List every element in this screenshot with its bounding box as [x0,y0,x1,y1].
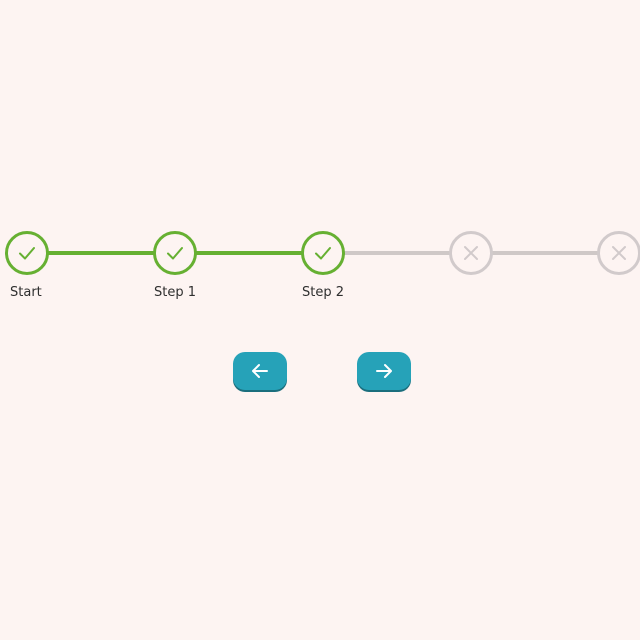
step-node-step1[interactable] [153,231,197,275]
step-label-start: Start [10,285,42,300]
close-icon [612,246,626,260]
progress-stepper: Start Step 1 Step 2 [0,231,640,301]
next-button[interactable] [357,352,411,390]
step-label-step2: Step 2 [302,285,345,300]
step-node-step4[interactable] [597,231,640,275]
close-icon [464,246,478,260]
arrow-right-icon [376,364,392,378]
connector-step2-step3 [340,251,452,255]
connector-step1-step2 [192,251,304,255]
arrow-left-icon [252,364,268,378]
step-label-step1: Step 1 [154,285,197,300]
check-icon [315,247,331,260]
back-button[interactable] [233,352,287,390]
step-node-step2[interactable] [301,231,345,275]
connector-step3-step4 [488,251,600,255]
step-node-step3[interactable] [449,231,493,275]
check-icon [19,247,35,260]
connector-start-step1 [44,251,156,255]
step-node-start[interactable] [5,231,49,275]
check-icon [167,247,183,260]
